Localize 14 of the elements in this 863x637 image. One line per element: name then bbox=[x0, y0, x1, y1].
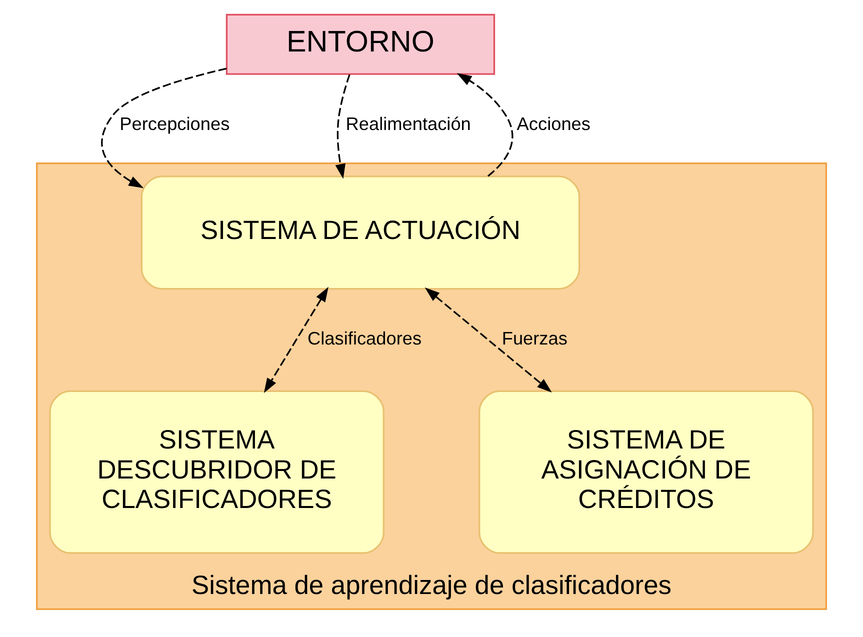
edge-label: Clasificadores bbox=[308, 328, 422, 349]
edge-label: Percepciones bbox=[120, 114, 230, 134]
arrow bbox=[456, 73, 514, 177]
edge-label: Realimentación bbox=[346, 114, 471, 134]
arrow bbox=[335, 74, 350, 179]
node-box: SISTEMA DE ACTUACIÓN bbox=[140, 176, 580, 290]
node-box: ENTORNO bbox=[226, 14, 496, 75]
node-box: SISTEMA DESCUBRIDOR DE CLASIFICADORES bbox=[49, 390, 384, 554]
arrow bbox=[101, 68, 227, 188]
edge-label: Fuerzas bbox=[502, 328, 568, 349]
node-box: SISTEMA DE ASIGNACIÓN DE CRÉDITOS bbox=[478, 390, 814, 554]
edge-label: Acciones bbox=[516, 114, 590, 134]
arrow bbox=[424, 287, 552, 392]
arrow bbox=[264, 286, 328, 394]
